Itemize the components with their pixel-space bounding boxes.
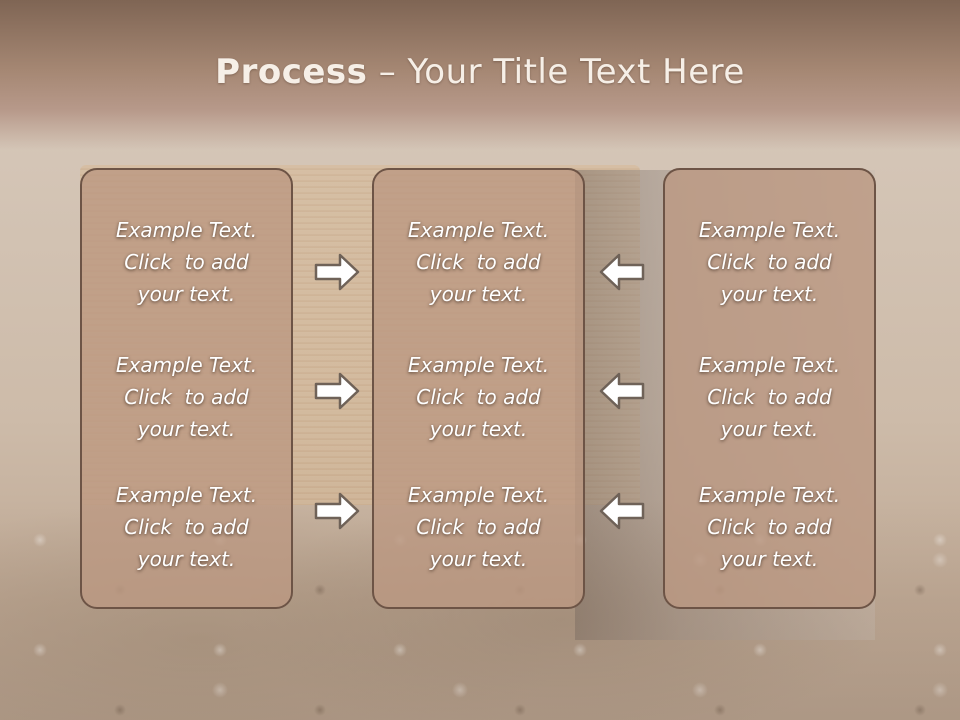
text-line: Click to add	[707, 250, 832, 274]
panel-text-block[interactable]: Example Text. Click to add your text.	[665, 214, 874, 310]
text-line: Example Text.	[698, 218, 841, 242]
text-line: your text.	[429, 547, 528, 571]
panel-text-block[interactable]: Example Text. Click to add your text.	[82, 349, 291, 445]
panel-text-block[interactable]: Example Text. Click to add your text.	[374, 349, 583, 445]
panel-text-block[interactable]: Example Text. Click to add your text.	[665, 349, 874, 445]
text-line: Click to add	[124, 250, 249, 274]
title-bold-part: Process	[215, 52, 368, 92]
slide-title[interactable]: Process – Your Title Text Here	[0, 52, 960, 92]
title-dash: –	[367, 52, 408, 92]
text-line: your text.	[720, 547, 819, 571]
arrow-right-icon[interactable]	[314, 252, 360, 292]
text-line: Example Text.	[115, 218, 258, 242]
arrow-left-icon[interactable]	[599, 491, 645, 531]
text-line: Click to add	[707, 385, 832, 409]
text-line: Click to add	[124, 385, 249, 409]
arrow-left-icon[interactable]	[599, 371, 645, 411]
text-line: your text.	[720, 417, 819, 441]
text-line: Example Text.	[407, 483, 550, 507]
arrow-left-icon[interactable]	[599, 252, 645, 292]
panel-text-block[interactable]: Example Text. Click to add your text.	[82, 479, 291, 575]
text-line: Example Text.	[698, 353, 841, 377]
title-band	[0, 0, 960, 150]
process-panel-middle[interactable]: Example Text. Click to add your text. Ex…	[372, 168, 585, 609]
panel-text-block[interactable]: Example Text. Click to add your text.	[82, 214, 291, 310]
text-line: Click to add	[124, 515, 249, 539]
text-line: your text.	[429, 417, 528, 441]
text-line: Example Text.	[698, 483, 841, 507]
title-rest-part: Your Title Text Here	[407, 52, 745, 92]
text-line: Click to add	[416, 250, 541, 274]
text-line: Click to add	[416, 385, 541, 409]
text-line: your text.	[720, 282, 819, 306]
panel-text-block[interactable]: Example Text. Click to add your text.	[665, 479, 874, 575]
text-line: your text.	[429, 282, 528, 306]
text-line: Click to add	[707, 515, 832, 539]
text-line: Example Text.	[115, 353, 258, 377]
text-line: Example Text.	[407, 353, 550, 377]
text-line: Click to add	[416, 515, 541, 539]
text-line: Example Text.	[407, 218, 550, 242]
text-line: your text.	[137, 417, 236, 441]
process-panel-left[interactable]: Example Text. Click to add your text. Ex…	[80, 168, 293, 609]
process-panel-right[interactable]: Example Text. Click to add your text. Ex…	[663, 168, 876, 609]
text-line: your text.	[137, 547, 236, 571]
arrow-right-icon[interactable]	[314, 491, 360, 531]
text-line: your text.	[137, 282, 236, 306]
panel-text-block[interactable]: Example Text. Click to add your text.	[374, 479, 583, 575]
text-line: Example Text.	[115, 483, 258, 507]
arrow-right-icon[interactable]	[314, 371, 360, 411]
panel-text-block[interactable]: Example Text. Click to add your text.	[374, 214, 583, 310]
